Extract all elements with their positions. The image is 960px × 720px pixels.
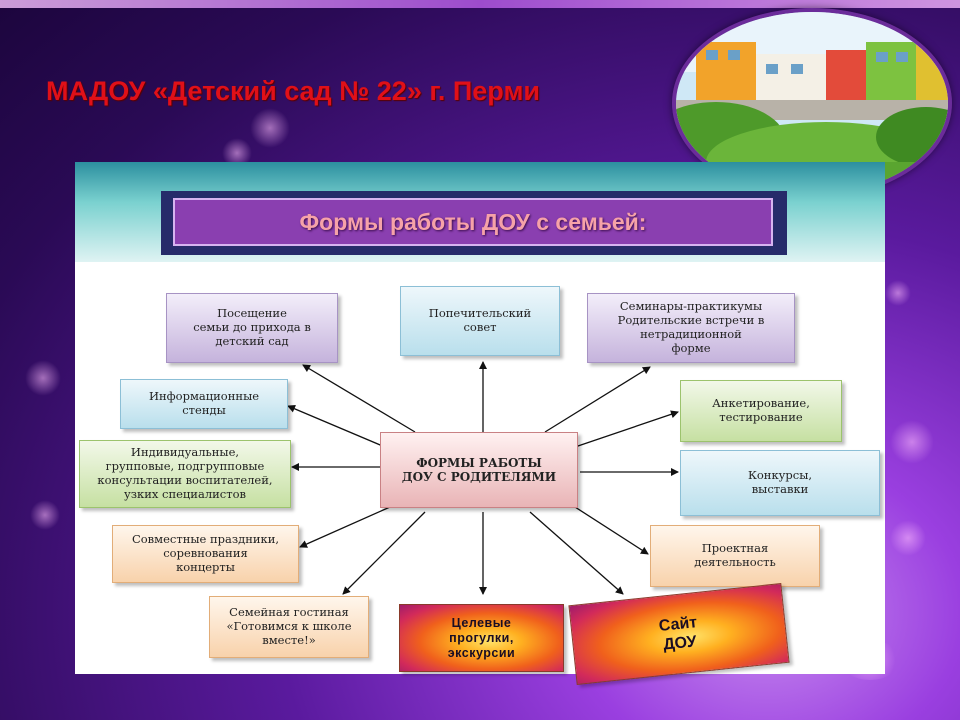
connector-arrows bbox=[287, 361, 679, 595]
node-walks: Целевые прогулки, экскурсии bbox=[399, 604, 564, 672]
bokeh-light bbox=[25, 360, 61, 396]
header-box: Формы работы ДОУ с семьей: bbox=[173, 198, 773, 246]
node-center: ФОРМЫ РАБОТЫ ДОУ С РОДИТЕЛЯМИ bbox=[380, 432, 578, 508]
node-contests: Конкурсы, выставки bbox=[680, 450, 880, 516]
slide-title: МАДОУ «Детский сад № 22» г. Перми bbox=[46, 76, 541, 106]
node-seminars: Семинары-практикумы Родительские встречи… bbox=[587, 293, 795, 363]
node-home-visit: Посещение семьи до прихода в детский сад bbox=[166, 293, 338, 363]
arrow-projects bbox=[574, 506, 649, 555]
node-family-lounge: Семейная гостиная «Готовимся к школе вме… bbox=[209, 596, 369, 658]
arrow-holidays bbox=[299, 506, 391, 548]
node-holidays: Совместные праздники, соревнования конце… bbox=[112, 525, 299, 583]
diagram-panel: Формы работы ДОУ с семьей: bbox=[75, 162, 885, 685]
bokeh-light bbox=[30, 500, 60, 530]
arrow-surveys bbox=[574, 410, 679, 448]
bokeh-light bbox=[890, 520, 926, 556]
panel-heading: Формы работы ДОУ с семьей: bbox=[299, 208, 647, 235]
bokeh-light bbox=[890, 420, 934, 464]
arrow-site bbox=[529, 511, 624, 595]
bokeh-light bbox=[250, 108, 290, 148]
arrow-seminars bbox=[544, 366, 651, 433]
arrow-home-visit bbox=[302, 364, 416, 433]
node-projects: Проектная деятельность bbox=[650, 525, 820, 587]
top-highlight-bar bbox=[0, 0, 960, 8]
arrow-family-lounge bbox=[342, 511, 426, 595]
node-surveys: Анкетирование, тестирование bbox=[680, 380, 842, 442]
node-consultations: Индивидуальные, групповые, подгрупповые … bbox=[79, 440, 291, 508]
node-trustee-council: Попечительский совет bbox=[400, 286, 560, 356]
bokeh-light bbox=[885, 280, 911, 306]
node-info-stands: Информационные стенды bbox=[120, 379, 288, 429]
arrow-info-stands bbox=[287, 405, 386, 448]
